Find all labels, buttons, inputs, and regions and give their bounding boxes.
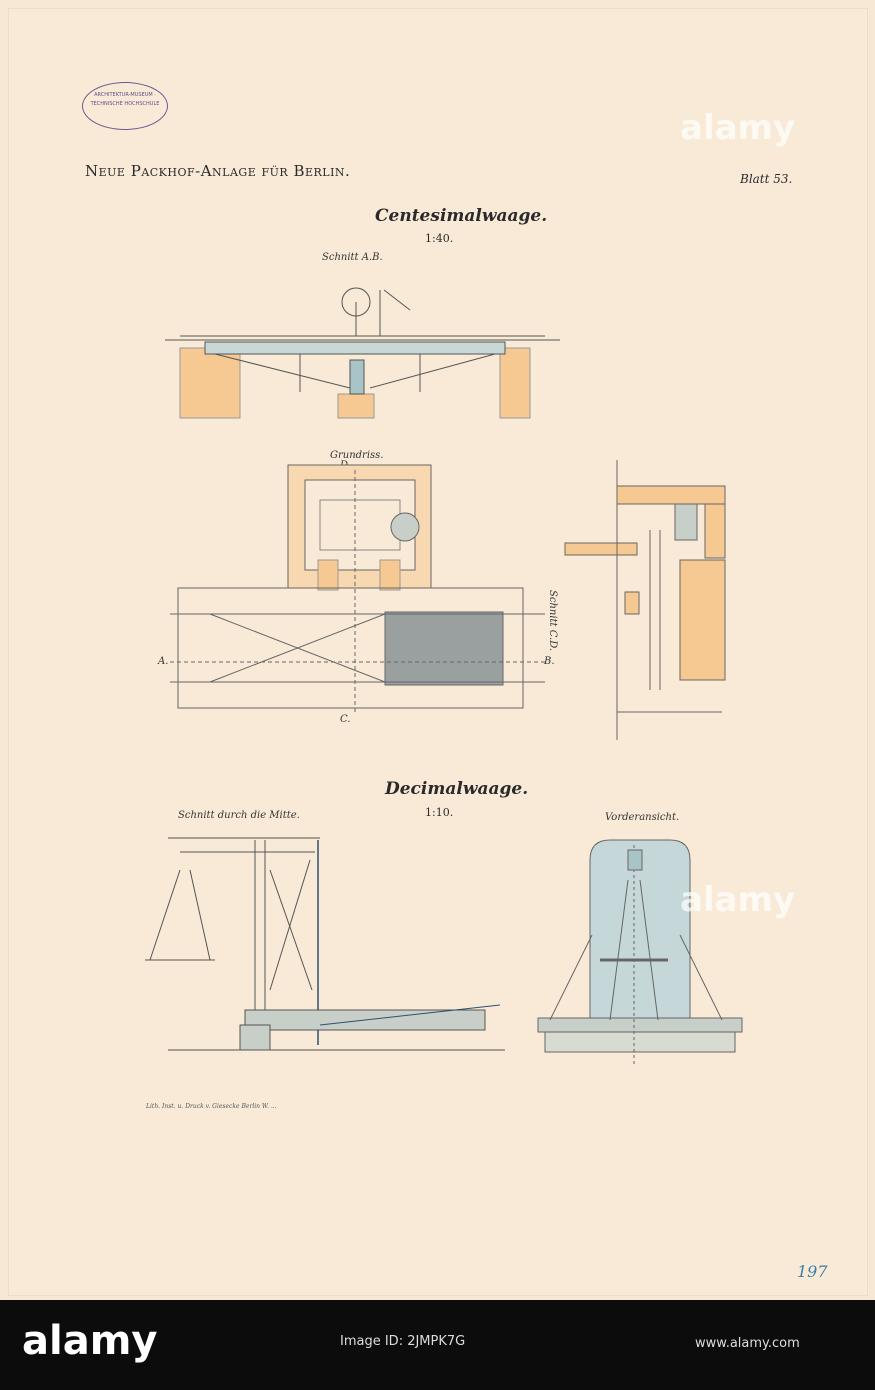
section-scale-decimal: 1:10. <box>425 806 454 819</box>
technical-drawings <box>145 287 743 1065</box>
point-label-b: B. <box>544 656 555 667</box>
label-section-ab: Schnitt A.B. <box>322 252 383 263</box>
point-label-c: C. <box>340 714 351 725</box>
stock-footer: alamy Image ID: 2JMPK7G www.alamy.com <box>0 1300 875 1390</box>
point-label-a: A. <box>158 656 169 667</box>
printer-credit: Lith. Inst. u. Druck v. Giesecke Berlin … <box>146 1103 277 1110</box>
drawing-section-cd <box>564 460 726 740</box>
label-plan: Grundriss. <box>330 450 384 461</box>
section-title-decimal: Decimalwaage. <box>385 779 529 799</box>
label-front-view: Vorderansicht. <box>605 812 680 823</box>
watermark-top: alamy <box>680 108 796 148</box>
inventory-number: 197 <box>797 1262 828 1281</box>
section-title-centesimal: Centesimalwaage. <box>375 206 548 226</box>
drawing-plan <box>170 464 545 715</box>
drawing-section-ab <box>165 287 560 419</box>
sheet-number: Blatt 53. <box>740 172 793 186</box>
watermark-bottom: alamy <box>680 880 796 920</box>
drawing-decimal-front <box>537 839 743 1065</box>
museum-stamp: ARCHITEKTUR-MUSEUM · TECHNISCHE HOCHSCHU… <box>82 82 168 130</box>
label-section-middle: Schnitt durch die Mitte. <box>178 810 300 821</box>
sheet-title: Neue Packhof-Anlage für Berlin. <box>85 162 351 180</box>
drawing-decimal-section <box>145 837 505 1051</box>
stamp-text: ARCHITEKTUR-MUSEUM · TECHNISCHE HOCHSCHU… <box>90 92 160 107</box>
site-url[interactable]: www.alamy.com <box>695 1336 800 1351</box>
image-id: Image ID: 2JMPK7G <box>340 1334 466 1349</box>
section-scale-centesimal: 1:40. <box>425 232 454 245</box>
alamy-logo: alamy <box>22 1318 158 1364</box>
